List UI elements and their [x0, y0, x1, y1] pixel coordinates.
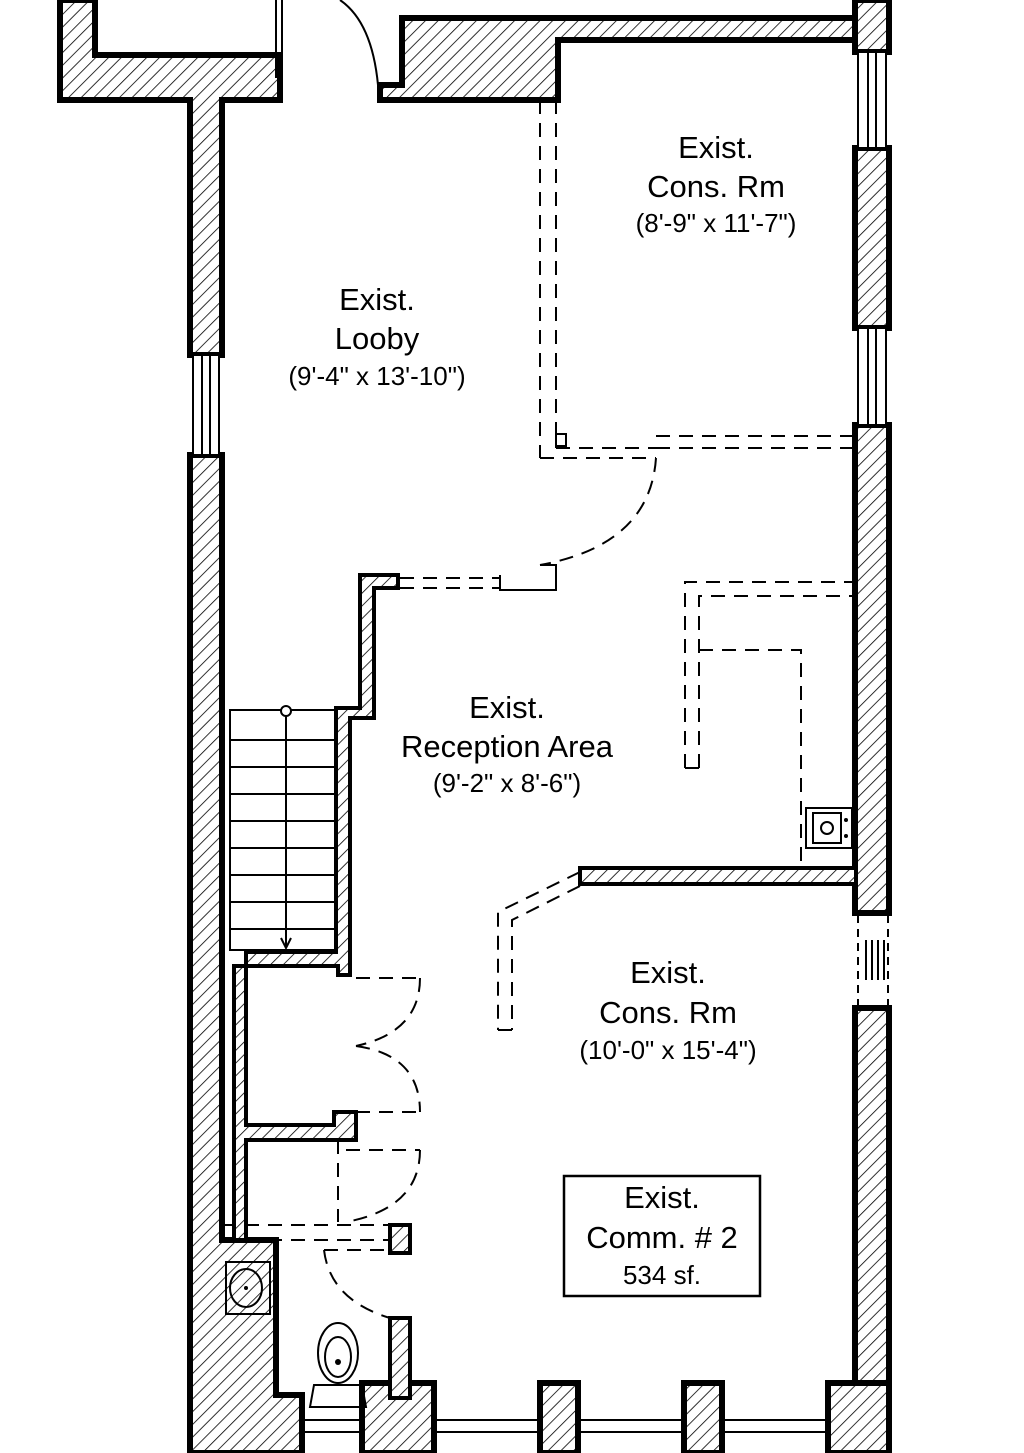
- cons-top-dims: (8'-9" x 11'-7"): [636, 208, 797, 238]
- wall-left: [187, 452, 305, 1453]
- wall-interior-closet: [232, 964, 358, 1242]
- window-right-1: [857, 51, 887, 149]
- wall-right-1: [852, 145, 892, 331]
- wall-right-2: [852, 422, 892, 916]
- cons-bottom-line1: Exist.: [630, 955, 706, 990]
- toilet-icon: [308, 1322, 368, 1408]
- window-left: [192, 354, 220, 456]
- wall-top-right: [852, 0, 892, 55]
- cons-bottom-line2: Cons. Rm: [599, 995, 737, 1030]
- wall-interior-bath-2: [388, 1316, 412, 1400]
- lobby-dims: (9'-4" x 13'-10"): [288, 361, 465, 391]
- wall-top-left: [57, 0, 283, 358]
- dashed-partitions: [222, 100, 856, 1319]
- reception-dims: (9'-2" x 8'-6"): [433, 768, 581, 798]
- wall-right-3: [852, 1005, 892, 1453]
- sink-icon: [805, 807, 853, 849]
- window-bottom: [302, 1419, 828, 1433]
- lobby-line2: Looby: [335, 321, 420, 356]
- wall-bottom-2: [537, 1380, 581, 1453]
- cons-bottom-dims: (10'-0" x 15'-4"): [579, 1035, 756, 1065]
- label-reception: Exist. Reception Area (9'-2" x 8'-6"): [401, 690, 614, 798]
- wall-bottom-3: [681, 1380, 725, 1453]
- reception-line1: Exist.: [469, 690, 545, 725]
- wall-bottom-4: [825, 1380, 892, 1453]
- label-cons-top: Exist. Cons. Rm (8'-9" x 11'-7"): [636, 130, 797, 238]
- window-right-2: [857, 327, 887, 426]
- summary-area: 534 sf.: [623, 1260, 701, 1290]
- wall-interior-cons: [578, 866, 858, 886]
- summary-line2: Comm. # 2: [586, 1220, 738, 1255]
- wall-interior-bath-1: [388, 1223, 412, 1255]
- wall-interior-stair: [244, 573, 400, 977]
- bathroom-sink-icon: [225, 1261, 271, 1315]
- summary-line1: Exist.: [624, 1180, 700, 1215]
- cons-top-line2: Cons. Rm: [647, 169, 785, 204]
- stairs: [229, 705, 337, 951]
- label-cons-bottom: Exist. Cons. Rm (10'-0" x 15'-4"): [579, 955, 756, 1065]
- entry-door: [275, 0, 379, 86]
- reception-line2: Reception Area: [401, 729, 614, 764]
- lobby-line1: Exist.: [339, 282, 415, 317]
- wall-top-middle: [377, 15, 861, 103]
- window-right-3: [857, 915, 889, 1006]
- cons-top-line1: Exist.: [678, 130, 754, 165]
- label-lobby: Exist. Looby (9'-4" x 13'-10"): [288, 282, 465, 391]
- summary-box: Exist. Comm. # 2 534 sf.: [562, 1174, 762, 1298]
